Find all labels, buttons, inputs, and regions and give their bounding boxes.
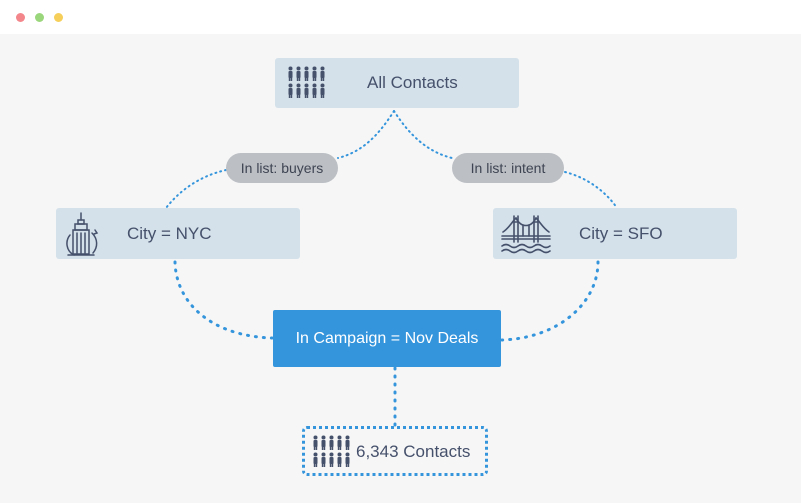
people-group-icon bbox=[288, 66, 325, 98]
people-group-icon bbox=[313, 435, 350, 467]
close-window-button[interactable] bbox=[16, 13, 25, 22]
edge-all-to-intent bbox=[393, 110, 453, 159]
empire-state-building-icon bbox=[66, 212, 99, 256]
edge-nyc-to-campaign bbox=[173, 260, 274, 340]
edge-intent-to-sfo bbox=[564, 171, 618, 209]
diagram-canvas bbox=[0, 34, 801, 503]
node-city-nyc[interactable]: City = NYC bbox=[56, 208, 300, 259]
edge-buyers-to-nyc bbox=[165, 169, 227, 209]
node-result-label: 6,343 Contacts bbox=[356, 442, 471, 461]
node-city-sfo-label: City = SFO bbox=[579, 223, 663, 243]
node-city-sfo[interactable]: City = SFO bbox=[493, 208, 737, 259]
edge-sfo-to-campaign bbox=[500, 260, 600, 342]
node-campaign[interactable]: In Campaign = Nov Deals bbox=[273, 310, 501, 367]
node-all-contacts[interactable]: All Contacts bbox=[275, 58, 519, 108]
node-all-contacts-label: All Contacts bbox=[367, 73, 458, 92]
edge-all-to-buyers bbox=[337, 110, 395, 159]
node-result[interactable]: 6,343 Contacts bbox=[302, 426, 488, 476]
maximize-window-button[interactable] bbox=[54, 13, 63, 22]
edge-label-intent[interactable]: In list: intent bbox=[452, 153, 564, 183]
golden-gate-bridge-icon bbox=[501, 215, 551, 254]
node-city-nyc-label: City = NYC bbox=[127, 223, 212, 243]
minimize-window-button[interactable] bbox=[35, 13, 44, 22]
edge-label-buyers[interactable]: In list: buyers bbox=[226, 153, 338, 183]
